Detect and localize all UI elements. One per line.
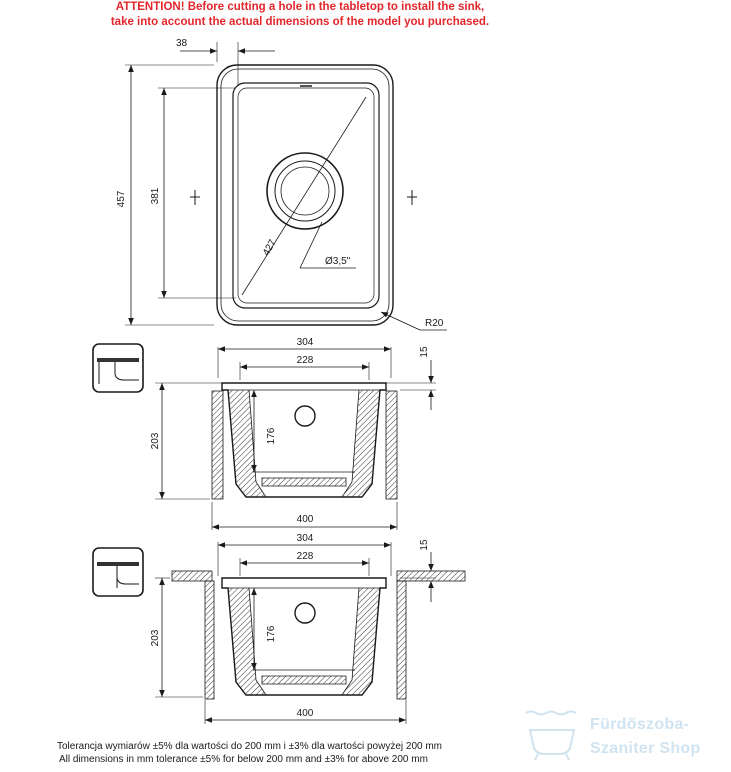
label-drain-diameter: Ø3,5" [325,256,351,267]
drain-hole [280,166,330,216]
label-457: 457 [116,190,127,207]
basin-outline [232,82,380,309]
label-381: 381 [150,187,161,204]
tolerance-note-english: All dimensions in mm tolerance ±5% for b… [59,754,428,765]
label-203: 203 [150,432,161,449]
label-15: 15 [419,346,430,358]
watermark-bath-icon [525,710,577,761]
overflow-hole-2 [294,602,316,624]
section-undermount [92,343,436,530]
sink-rim-inner-edge [220,68,390,322]
label-r20: R20 [425,318,444,329]
section-flushmount [92,542,466,724]
drain-ring [274,160,336,222]
label-203-b: 203 [150,629,161,646]
drain-flange [266,152,344,230]
undermount-icon [92,343,144,393]
attention-warning: ATTENTION! Before cutting a hole in the … [0,0,600,30]
countertop-left [171,570,213,582]
sink-outer-rim [216,64,394,326]
flushmount-icon [92,547,144,597]
top-view [125,42,447,331]
label-176: 176 [266,427,277,444]
label-228: 228 [297,355,314,366]
watermark: Fürdőszoba- Szaniter Shop [520,712,725,766]
label-304: 304 [297,337,314,348]
cabinet-wall-left [204,580,215,700]
countertop-right [396,570,466,582]
counter-wall-left [211,390,224,500]
cabinet-wall-right [396,580,407,700]
watermark-line-2: Szaniter Shop [590,740,701,757]
label-400-b: 400 [297,708,314,719]
overflow-hole [294,405,316,427]
label-228-b: 228 [297,551,314,562]
attention-line-1: ATTENTION! Before cutting a hole in the … [115,1,485,13]
counter-wall-right [385,390,398,500]
label-400: 400 [297,514,314,525]
label-176-b: 176 [266,625,277,642]
label-304-b: 304 [297,533,314,544]
label-38: 38 [176,38,188,49]
diagonal-line [241,96,367,296]
label-15-b: 15 [419,539,430,551]
basin-inner-line [237,87,375,304]
tolerance-note-polish: Tolerancja wymiarów ±5% dla wartości do … [57,741,443,752]
watermark-line-1: Fürdőszoba- [590,716,690,733]
attention-line-2: take into account the actual dimensions … [110,16,490,28]
